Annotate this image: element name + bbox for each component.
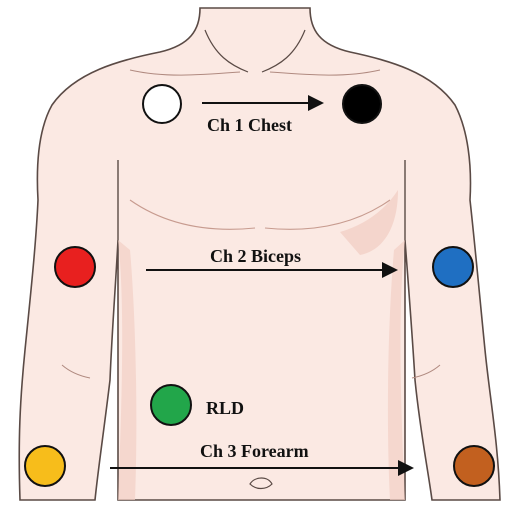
electrode-biceps-right [433, 247, 473, 287]
electrode-chest-left [143, 85, 181, 123]
rld-label: RLD [206, 398, 244, 418]
electrode-biceps-left [55, 247, 95, 287]
ch2-label: Ch 2 Biceps [210, 246, 301, 266]
electrode-chest-right [343, 85, 381, 123]
ch3-label: Ch 3 Forearm [200, 441, 309, 461]
electrode-rld [151, 385, 191, 425]
electrode-forearm-right [454, 446, 494, 486]
ch1-label: Ch 1 Chest [207, 115, 292, 135]
electrode-forearm-left [25, 446, 65, 486]
